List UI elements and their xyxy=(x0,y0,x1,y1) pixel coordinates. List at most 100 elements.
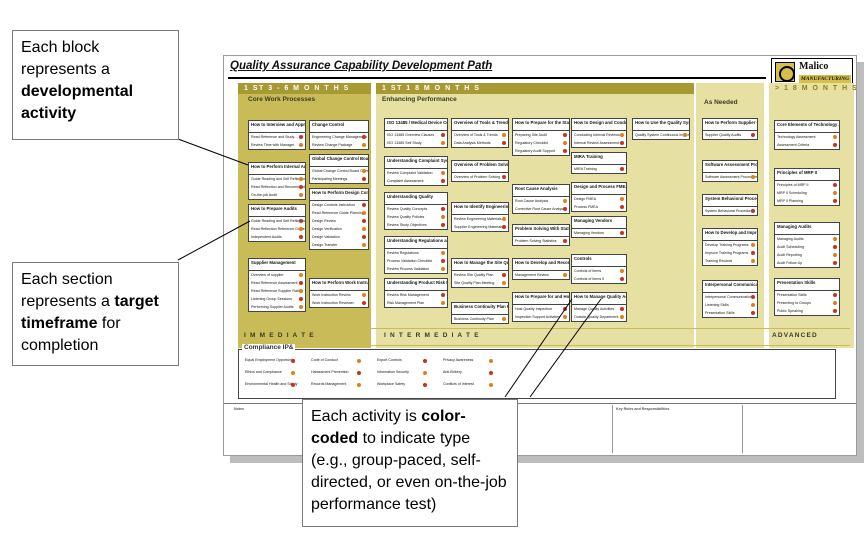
activity-type-dot-icon xyxy=(502,141,506,145)
activity-row-label: Review Process Validation xyxy=(387,267,430,271)
band-footer-intermediate: I N T E R M E D I A T E xyxy=(384,332,480,339)
callout-text: Each activity is xyxy=(311,408,422,425)
activity-title: System Behavioral Procedure xyxy=(703,195,757,207)
activity-row: Audit Scheduling xyxy=(775,243,839,251)
band-footer-advanced: ADVANCED xyxy=(772,332,818,339)
callout-text: Each block represents a xyxy=(21,39,110,78)
activity-title: How to Manage the Site Quality Plan xyxy=(452,259,508,271)
company-logo: Malico MANUFACTURING xyxy=(771,58,853,86)
activity-row-label: Conducting Internal Reviews xyxy=(574,133,620,137)
compliance-dot-icon xyxy=(489,359,493,363)
activity-type-dot-icon xyxy=(299,143,303,147)
activity-card: How to Use the Quality System to Support… xyxy=(632,118,690,140)
activity-row: Overview of supplier xyxy=(249,271,305,279)
callout-text: to indicate type (e.g., group-paced, sel… xyxy=(311,430,507,513)
activity-type-dot-icon xyxy=(299,219,303,223)
leader-line-color-2 xyxy=(504,298,573,398)
activity-row: Improve Training Programs xyxy=(703,249,757,257)
activity-type-dot-icon xyxy=(441,251,445,255)
activity-row-label: Review Change Package xyxy=(312,143,353,147)
activity-row-label: Global Change Control Board Operations xyxy=(312,169,368,173)
activity-card: Global Change Control Board OperationsGl… xyxy=(309,154,369,184)
logo-mark-icon xyxy=(775,62,795,82)
activity-row: Controls of Items II xyxy=(572,275,626,283)
compliance-item: Anti-Bribery xyxy=(443,370,462,374)
activity-type-dot-icon xyxy=(620,197,624,201)
activity-type-dot-icon xyxy=(441,293,445,297)
compliance-dot-icon xyxy=(423,359,427,363)
compliance-dot-icon xyxy=(489,383,493,387)
activity-row: Regulatory Checklist xyxy=(513,139,569,147)
activity-row-label: Risk Management Plan xyxy=(387,301,425,305)
activity-type-dot-icon xyxy=(751,295,755,299)
activity-title: How to Interview and Appraise Over MONP xyxy=(249,121,305,133)
activity-row: Process FMEA xyxy=(572,203,626,211)
activity-row: Review Regulations xyxy=(385,249,447,257)
activity-title: How to Prepare Audits xyxy=(249,205,305,217)
activity-row: Supplier Quality Audits xyxy=(703,131,757,139)
activity-title: Understanding Product Risk Management xyxy=(385,279,447,291)
activity-row: System Behavioral Procedure xyxy=(703,207,757,215)
compliance-item: Harassment Prevention xyxy=(311,370,349,374)
activity-card: Understanding Regulations and Process Va… xyxy=(384,236,448,274)
band-header: 1 ST 1 8 M O N T H S xyxy=(376,83,694,94)
activity-row-label: Review Regulations xyxy=(387,251,419,255)
compliance-item: Records Management xyxy=(311,382,347,386)
activity-row: ISO 13485 Self Study xyxy=(385,139,447,147)
activity-row-label: Public Speaking xyxy=(777,309,803,313)
activity-row-label: Participating Meetings xyxy=(312,177,348,181)
activity-type-dot-icon xyxy=(620,231,624,235)
activity-type-dot-icon xyxy=(299,273,303,277)
activity-title: ISO 13485 / Medical Device Concepts xyxy=(385,119,447,131)
activity-type-dot-icon xyxy=(683,133,687,137)
activity-row: Review Engineering Materials xyxy=(452,215,508,223)
activity-type-dot-icon xyxy=(299,135,303,139)
activity-row-label: Read Reference and Study... xyxy=(251,135,298,139)
callout-text: Each section represents a xyxy=(21,271,115,310)
activity-row: Develop Training Programs xyxy=(703,241,757,249)
activity-title: Business Continuity Plan Preparation xyxy=(452,303,508,315)
activity-row-label: Read Reflection Reference Guide xyxy=(251,227,305,231)
activity-row-label: Review Quality Policies xyxy=(387,215,425,219)
activity-row: Work Instruction Review xyxy=(310,291,368,299)
compliance-dot-icon xyxy=(291,383,295,387)
activity-row: Review Complaint Validation xyxy=(385,169,447,177)
activity-row: Managing Audits xyxy=(775,235,839,243)
activity-row: Read Reference Supplier Rating xyxy=(249,287,305,295)
activity-row: Review Risk Management xyxy=(385,291,447,299)
activity-row-label: System Behavioral Procedure xyxy=(705,209,753,213)
activity-row-label: Overview of supplier xyxy=(251,273,284,277)
activity-row-label: Presenting to Groups xyxy=(777,301,811,305)
activity-row-label: Controls of Items xyxy=(574,269,602,273)
activity-row: Design FMEA xyxy=(572,195,626,203)
activity-row: Work Instruction Reviewer xyxy=(310,299,368,307)
activity-row: Independent Audits xyxy=(249,233,305,241)
activity-type-dot-icon xyxy=(563,141,567,145)
activity-type-dot-icon xyxy=(833,301,837,305)
activity-type-dot-icon xyxy=(620,133,624,137)
band-header: 1 ST 3 - 6 M O N T H S xyxy=(238,83,371,94)
activity-type-dot-icon xyxy=(833,245,837,249)
activity-type-dot-icon xyxy=(833,135,837,139)
activity-row-label: Host Quality Inspection xyxy=(515,307,552,311)
activity-row: Review Time with Manager xyxy=(249,141,305,149)
compliance-dot-icon xyxy=(489,371,493,375)
activity-title: Change Control xyxy=(310,121,368,133)
activity-row-label: Business Continuity Plan xyxy=(454,317,494,321)
activity-type-dot-icon xyxy=(833,143,837,147)
activity-row-label: Managing Vendors xyxy=(574,231,604,235)
activity-type-dot-icon xyxy=(833,293,837,297)
activity-row-label: Review Engineering Materials xyxy=(454,217,502,221)
activity-row-label: Audit Reporting xyxy=(777,253,802,257)
compliance-dot-icon xyxy=(291,359,295,363)
activity-type-dot-icon xyxy=(502,175,506,179)
activity-card: How to Design and Conduct Internal Revie… xyxy=(571,118,627,148)
activity-type-dot-icon xyxy=(833,183,837,187)
activity-row: Presentation Skills xyxy=(703,309,757,317)
activity-row: ISO 13485 Overview Clauses xyxy=(385,131,447,139)
activity-type-dot-icon xyxy=(751,133,755,137)
activity-card: Problem Solving With StatisticsProblem S… xyxy=(512,224,570,246)
